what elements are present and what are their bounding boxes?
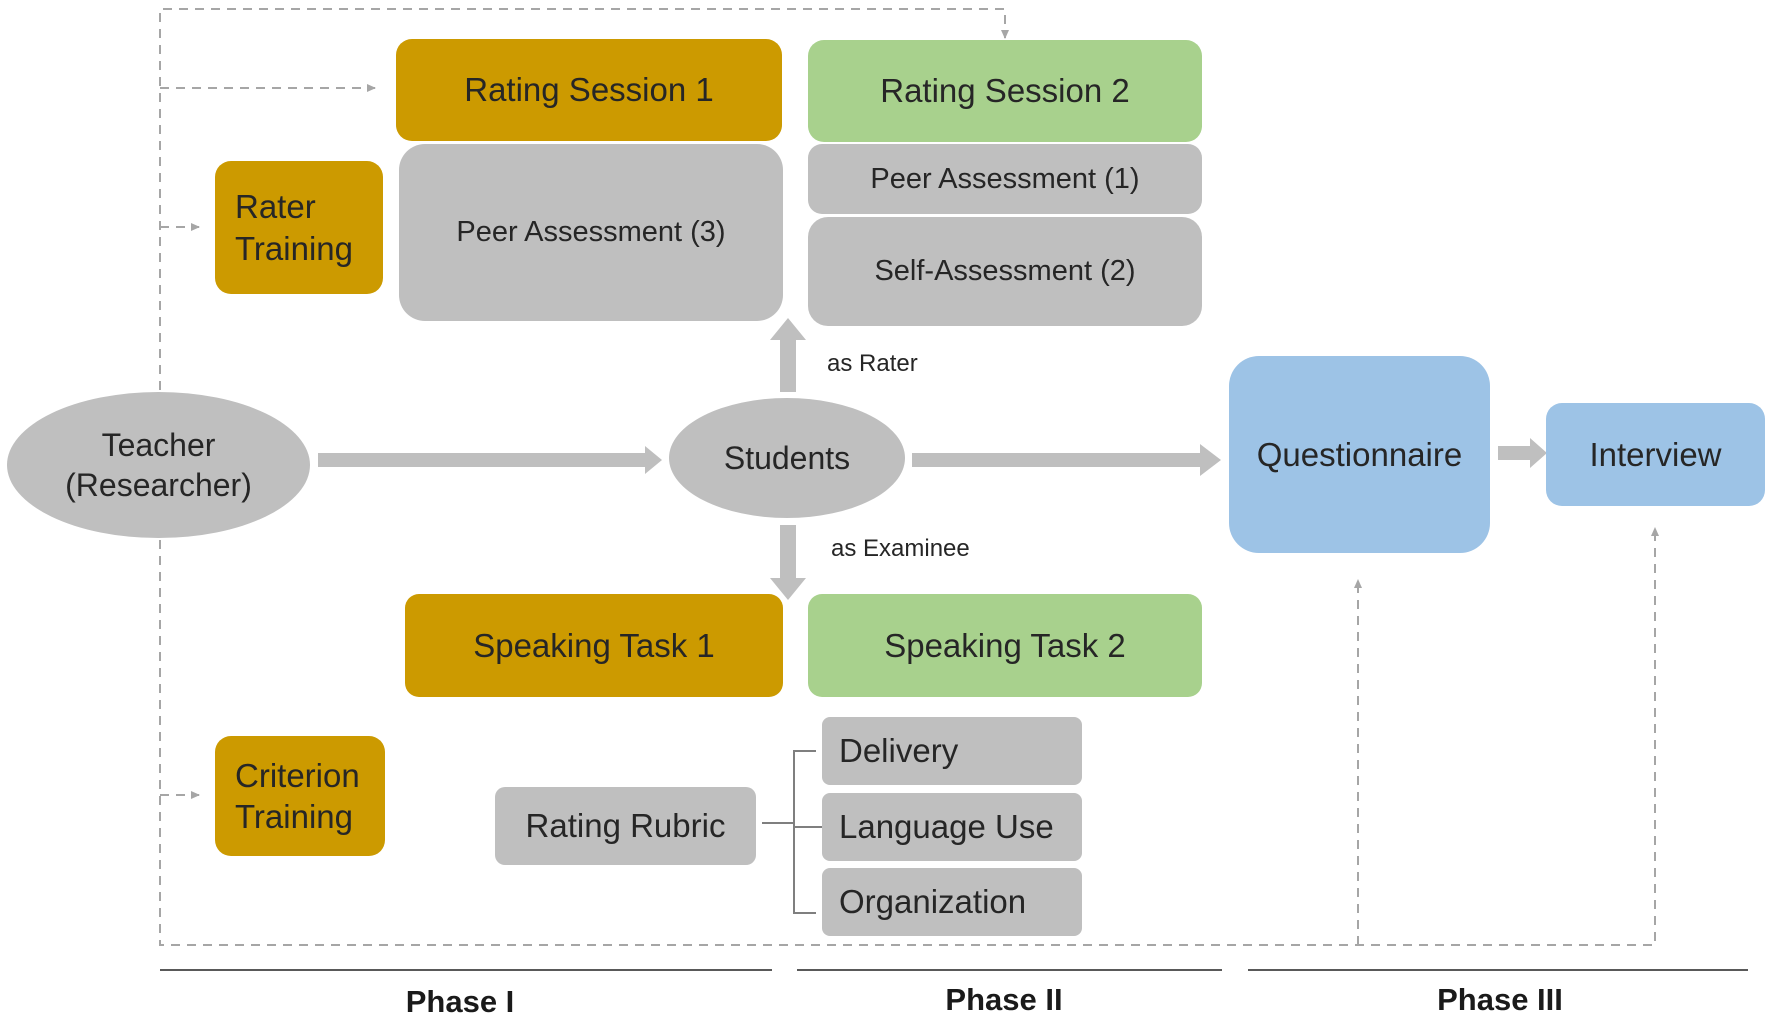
as-examinee-label: as Examinee xyxy=(831,535,970,562)
arrow-students-up-as-rater xyxy=(770,318,806,392)
peer-assessment-3-box: Peer Assessment (3) xyxy=(399,144,783,321)
arrow-teacher-to-students xyxy=(318,446,662,474)
flow-arrows xyxy=(318,318,1547,600)
peer-assessment-1-box: Peer Assessment (1) xyxy=(808,144,1202,214)
teacher-researcher-node: Teacher (Researcher) xyxy=(7,392,310,538)
questionnaire-box: Questionnaire xyxy=(1229,356,1490,553)
dashed-line-top-to-session-2 xyxy=(159,8,1009,390)
speaking-task-1-box: Speaking Task 1 xyxy=(405,594,783,697)
dashed-connectors xyxy=(159,8,1659,946)
rating-rubric-box: Rating Rubric xyxy=(495,787,756,865)
as-rater-label: as Rater xyxy=(827,350,918,377)
phase-2-label: Phase II xyxy=(945,982,1063,1017)
phase-1-label: Phase I xyxy=(405,984,515,1019)
arrow-students-down-as-examinee xyxy=(770,525,806,600)
rater-training-box: Rater Training xyxy=(215,161,383,294)
rubric-delivery-box: Delivery xyxy=(822,717,1082,785)
criterion-training-box: Criterion Training xyxy=(215,736,385,856)
speaking-task-2-box: Speaking Task 2 xyxy=(808,594,1202,697)
rating-session-2-box: Rating Session 2 xyxy=(808,40,1202,142)
students-node: Students xyxy=(669,398,905,518)
dashed-line-bottom-loop xyxy=(159,527,1659,946)
interview-box: Interview xyxy=(1546,403,1765,506)
self-assessment-2-box: Self-Assessment (2) xyxy=(808,217,1202,326)
phase-3-label: Phase III xyxy=(1437,982,1563,1017)
arrow-students-to-questionnaire xyxy=(912,444,1221,476)
rubric-organization-box: Organization xyxy=(822,868,1082,936)
rubric-bracket xyxy=(762,750,822,914)
arrow-questionnaire-to-interview xyxy=(1498,438,1547,468)
rating-session-1-box: Rating Session 1 xyxy=(396,39,782,141)
rubric-language-use-box: Language Use xyxy=(822,793,1082,861)
